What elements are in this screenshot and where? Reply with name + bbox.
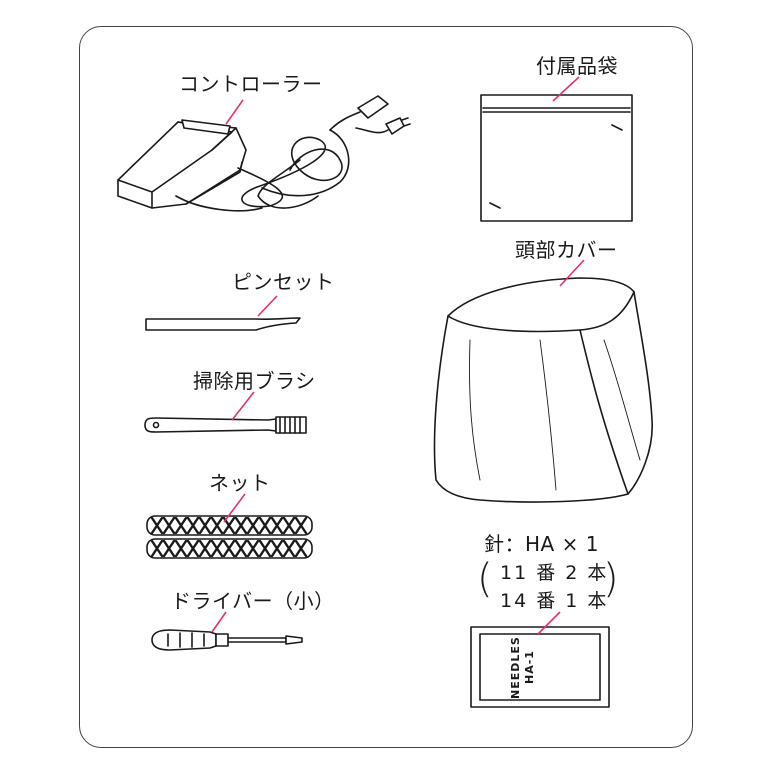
needle-pack-label-1: NEEDLES <box>509 636 522 699</box>
screwdriver-icon <box>151 629 303 651</box>
leader-needle-pack <box>537 611 561 635</box>
needles-paren-right: ) <box>603 556 619 602</box>
label-needles-title: 針：HA × 1 <box>484 532 599 556</box>
leader-tweezers <box>257 295 278 317</box>
needles-paren-left: ( <box>477 556 493 602</box>
leader-accessory-bag <box>552 76 580 102</box>
needle-pack-icon <box>470 626 610 708</box>
panel-frame <box>79 26 693 748</box>
leader-net <box>223 493 246 523</box>
label-net: ネット <box>209 471 271 495</box>
label-controller: コントローラー <box>179 72 323 96</box>
tweezers-icon <box>145 317 301 331</box>
controller-icon <box>117 95 411 212</box>
label-head-cover: 頭部カバー <box>515 238 618 262</box>
leader-head-cover <box>559 259 585 287</box>
cleaning-brush-icon <box>144 416 307 434</box>
accessory-bag-icon <box>480 94 633 222</box>
label-screwdriver: ドライバー（小） <box>171 589 335 613</box>
head-cover-icon <box>433 277 653 503</box>
leader-cleaning-brush <box>231 391 255 421</box>
needle-pack-label-2: HA-1 <box>523 650 536 684</box>
label-needles-line1: 11 番 2 本 <box>500 562 609 584</box>
label-needles-line2: 14 番 1 本 <box>500 590 609 612</box>
net-icon <box>146 515 313 559</box>
label-cleaning-brush: 掃除用ブラシ <box>193 369 316 393</box>
leader-controller <box>225 99 244 125</box>
label-accessory-bag: 付属品袋 <box>536 54 618 78</box>
label-tweezers: ピンセット <box>232 270 335 294</box>
leader-screwdriver <box>211 611 227 633</box>
